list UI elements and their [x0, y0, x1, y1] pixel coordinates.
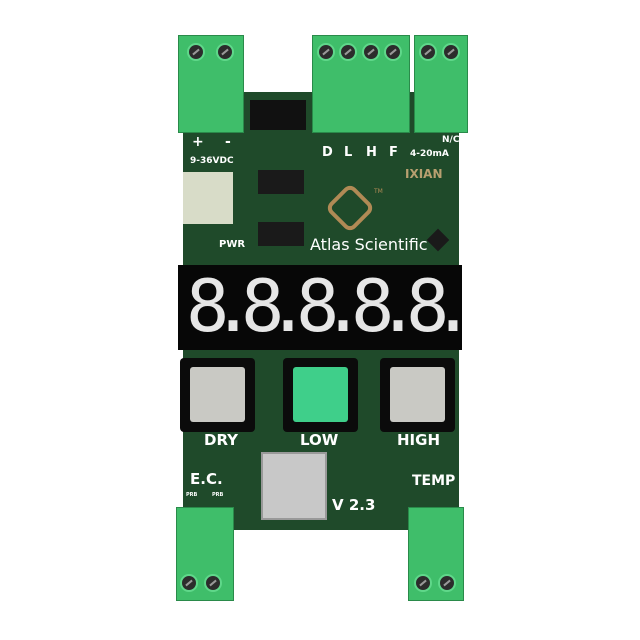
dry-label: DRY [204, 431, 239, 449]
display-digit: 8. [296, 264, 348, 348]
screw-icon [180, 574, 198, 592]
seven-segment-display [178, 265, 462, 350]
header-connector [250, 100, 306, 130]
tm-mark: TM [374, 188, 383, 195]
high-button[interactable] [380, 358, 455, 432]
low-button[interactable] [283, 358, 358, 432]
pwr-label: PWR [219, 239, 246, 250]
nc-label: N/C [442, 135, 460, 145]
temp-label: TEMP [412, 473, 456, 489]
power-label: 9-36VDC [190, 156, 234, 166]
ic-chip [258, 222, 304, 246]
minus-label: - [225, 134, 231, 150]
low-button-cap [293, 367, 348, 422]
screw-icon [414, 574, 432, 592]
current-output-label: 4-20mA [410, 149, 449, 159]
display-digits: 8. 8. 8. 8. 8. [186, 262, 458, 350]
power-module [183, 172, 233, 224]
screw-icon [187, 43, 205, 61]
high-label: HIGH [397, 431, 441, 449]
probe-pin-label: PRB [186, 492, 198, 498]
screw-icon [339, 43, 357, 61]
isolation-module [261, 452, 327, 520]
display-digit: 8. [351, 264, 403, 348]
screw-icon [362, 43, 380, 61]
relay-label-d: D [322, 145, 333, 160]
relay-label-l: L [344, 145, 353, 160]
chip-marking: IXIAN [405, 167, 443, 181]
screw-icon [384, 43, 402, 61]
relay-label-h: H [366, 145, 377, 160]
relay-label-f: F [389, 145, 398, 160]
screw-icon [442, 43, 460, 61]
dry-button[interactable] [180, 358, 255, 432]
dry-button-cap [190, 367, 245, 422]
version-label: V 2.3 [332, 496, 376, 514]
display-digit: 8. [241, 264, 293, 348]
screw-icon [317, 43, 335, 61]
high-button-cap [390, 367, 445, 422]
brand-label: Atlas Scientific [310, 235, 428, 254]
display-digit: 8. [186, 264, 238, 348]
probe-pin-label: PRB [212, 492, 224, 498]
plus-label: + [192, 134, 204, 150]
screw-icon [216, 43, 234, 61]
screw-icon [419, 43, 437, 61]
screw-icon [438, 574, 456, 592]
display-digit: 8. [406, 264, 458, 348]
low-label: LOW [300, 431, 339, 449]
screw-icon [204, 574, 222, 592]
ic-chip [258, 170, 304, 194]
probe-label: E.C. [190, 470, 223, 488]
